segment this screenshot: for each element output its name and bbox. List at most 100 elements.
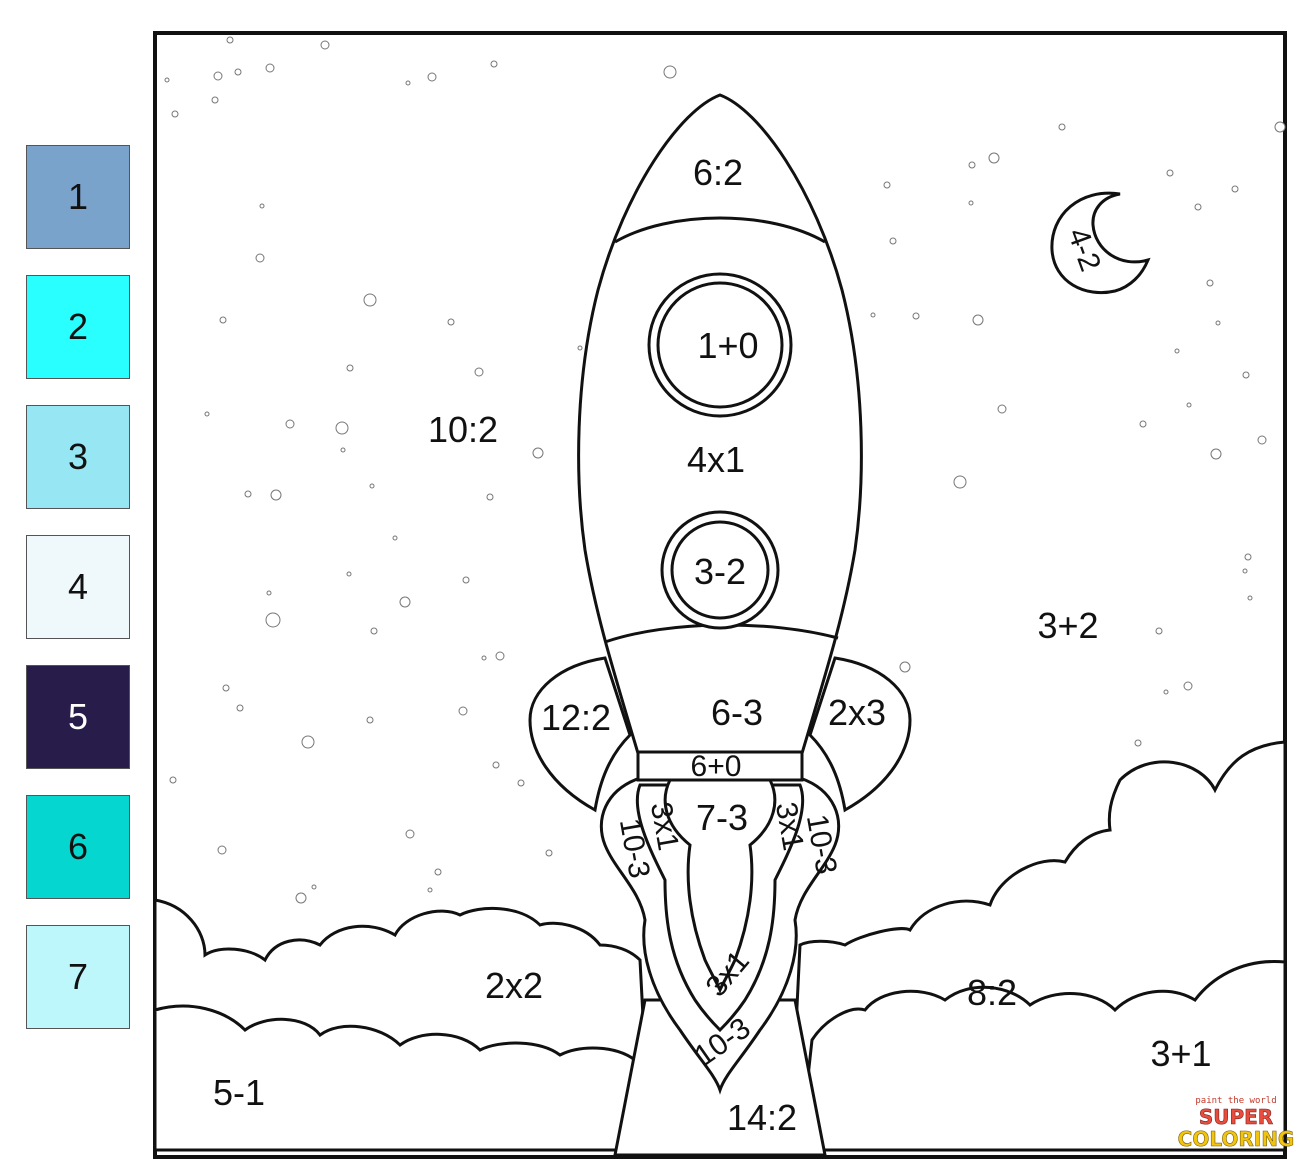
star-dot — [219, 316, 227, 324]
star-dot — [169, 776, 177, 784]
star-dot — [1174, 348, 1180, 354]
star-dot — [399, 596, 411, 608]
star-dot — [226, 36, 234, 44]
legend-swatch-4[interactable]: 4 — [26, 535, 130, 639]
star-dot — [1058, 123, 1066, 131]
legend-number: 2 — [67, 306, 89, 347]
star-dot — [1139, 420, 1147, 428]
legend-swatch-5[interactable]: 5 — [26, 665, 130, 769]
star-dot — [988, 152, 1000, 164]
star-dot — [211, 96, 219, 104]
star-dot — [164, 77, 170, 83]
legend-swatch-2[interactable]: 2 — [26, 275, 130, 379]
label-exhaust-trail: 14:2 — [727, 1097, 797, 1138]
star-dot — [204, 411, 210, 417]
star-dot — [1155, 627, 1163, 635]
legend-swatch-7[interactable]: 7 — [26, 925, 130, 1029]
star-dot — [495, 651, 505, 661]
label-body: 4x1 — [687, 439, 745, 480]
star-dot — [427, 72, 437, 82]
label-fin-left: 12:2 — [541, 697, 611, 738]
label-sky-left: 10:2 — [428, 409, 498, 450]
star-dot — [1242, 568, 1248, 574]
star-dot — [213, 71, 223, 81]
star-dot — [1163, 689, 1169, 695]
star-dot — [663, 65, 677, 79]
star-dot — [259, 203, 265, 209]
star-dot — [968, 200, 974, 206]
star-dot — [301, 735, 315, 749]
star-dot — [346, 571, 352, 577]
star-dot — [236, 704, 244, 712]
label-window-top: 1+0 — [697, 325, 758, 366]
legend-number: 6 — [67, 826, 89, 867]
star-dot — [265, 612, 281, 628]
star-dot — [883, 181, 891, 189]
star-dot — [545, 849, 553, 857]
star-dot — [447, 318, 455, 326]
star-dot — [517, 779, 525, 787]
label-cloud-right-bottom: 3+1 — [1150, 1033, 1211, 1074]
fin-left-region[interactable] — [528, 656, 632, 813]
star-dot — [490, 60, 498, 68]
star-dot — [870, 312, 876, 318]
star-dot — [311, 884, 317, 890]
star-dot — [1257, 435, 1267, 445]
window-top-region[interactable] — [656, 281, 784, 409]
star-dot — [366, 716, 374, 724]
star-dot — [171, 110, 179, 118]
star-dot — [266, 590, 272, 596]
cloud-left-lower-region[interactable] — [153, 1004, 652, 1152]
nozzle-region[interactable] — [636, 750, 804, 782]
star-dot — [1210, 448, 1222, 460]
star-dot — [1166, 169, 1174, 177]
cloud-right-lower-region[interactable] — [798, 960, 1287, 1152]
moon-region[interactable] — [1050, 191, 1151, 294]
star-dot — [532, 447, 544, 459]
star-dot — [346, 364, 354, 372]
star-dot — [1274, 121, 1286, 133]
star-dot — [1206, 279, 1214, 287]
legend-swatch-1[interactable]: 1 — [26, 145, 130, 249]
legend-number: 3 — [67, 436, 89, 477]
star-dot — [577, 345, 583, 351]
label-window-bottom: 3-2 — [694, 551, 746, 592]
star-dot — [285, 419, 295, 429]
star-dot — [295, 892, 307, 904]
star-dot — [369, 483, 375, 489]
star-dot — [222, 684, 230, 692]
label-nose-cone: 6:2 — [693, 152, 743, 193]
star-dot — [405, 80, 411, 86]
star-dot — [899, 661, 911, 673]
star-dot — [1247, 595, 1253, 601]
star-dot — [1186, 402, 1192, 408]
label-sky-right: 3+2 — [1037, 605, 1098, 646]
legend-number: 4 — [67, 566, 89, 607]
star-dot — [255, 253, 265, 263]
star-dot — [370, 627, 378, 635]
legend-number: 7 — [67, 956, 89, 997]
star-dot — [392, 535, 398, 541]
fin-right-region[interactable] — [808, 656, 912, 813]
star-dot — [1134, 739, 1142, 747]
legend-swatch-6[interactable]: 6 — [26, 795, 130, 899]
star-dot — [1194, 203, 1202, 211]
star-dot — [1215, 320, 1221, 326]
label-flame-center: 7-3 — [696, 797, 748, 838]
window-bottom-region[interactable] — [670, 520, 770, 620]
flame-center-region[interactable] — [663, 778, 777, 995]
star-dot — [889, 237, 897, 245]
star-dot — [486, 493, 494, 501]
star-dot — [363, 293, 377, 307]
label-cloud-left-bottom: 5-1 — [213, 1072, 265, 1113]
star-dot — [1183, 681, 1193, 691]
label-cloud-right-middle: 8:2 — [967, 972, 1017, 1013]
star-dot — [492, 761, 500, 769]
label-cloud-left-middle: 2x2 — [485, 965, 543, 1006]
legend-number: 5 — [67, 696, 89, 737]
logo-super: SUPER — [1199, 1105, 1273, 1129]
legend-swatch-3[interactable]: 3 — [26, 405, 130, 509]
star-dot — [458, 706, 468, 716]
logo-coloring: COLORING — [1178, 1127, 1295, 1151]
